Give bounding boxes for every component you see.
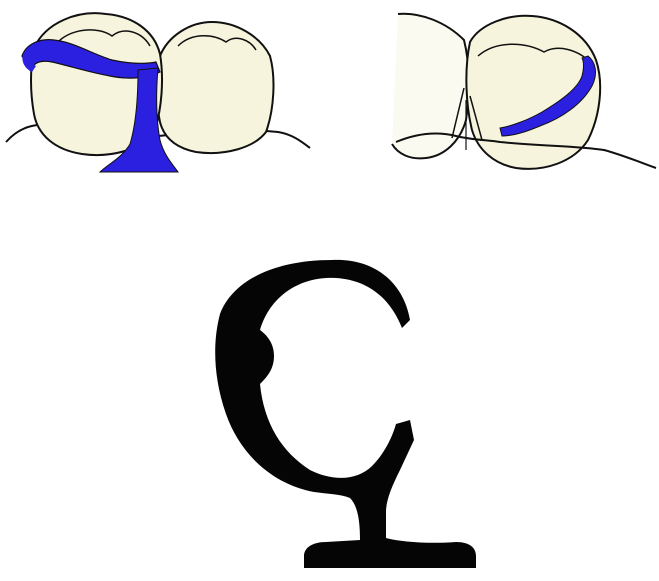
clasp-cross-section-panel bbox=[215, 260, 476, 568]
left-molar-panel bbox=[6, 13, 310, 172]
left-panel-molar-right bbox=[157, 22, 273, 153]
right-molar-panel bbox=[392, 14, 656, 169]
c-clasp-profile bbox=[215, 260, 476, 568]
